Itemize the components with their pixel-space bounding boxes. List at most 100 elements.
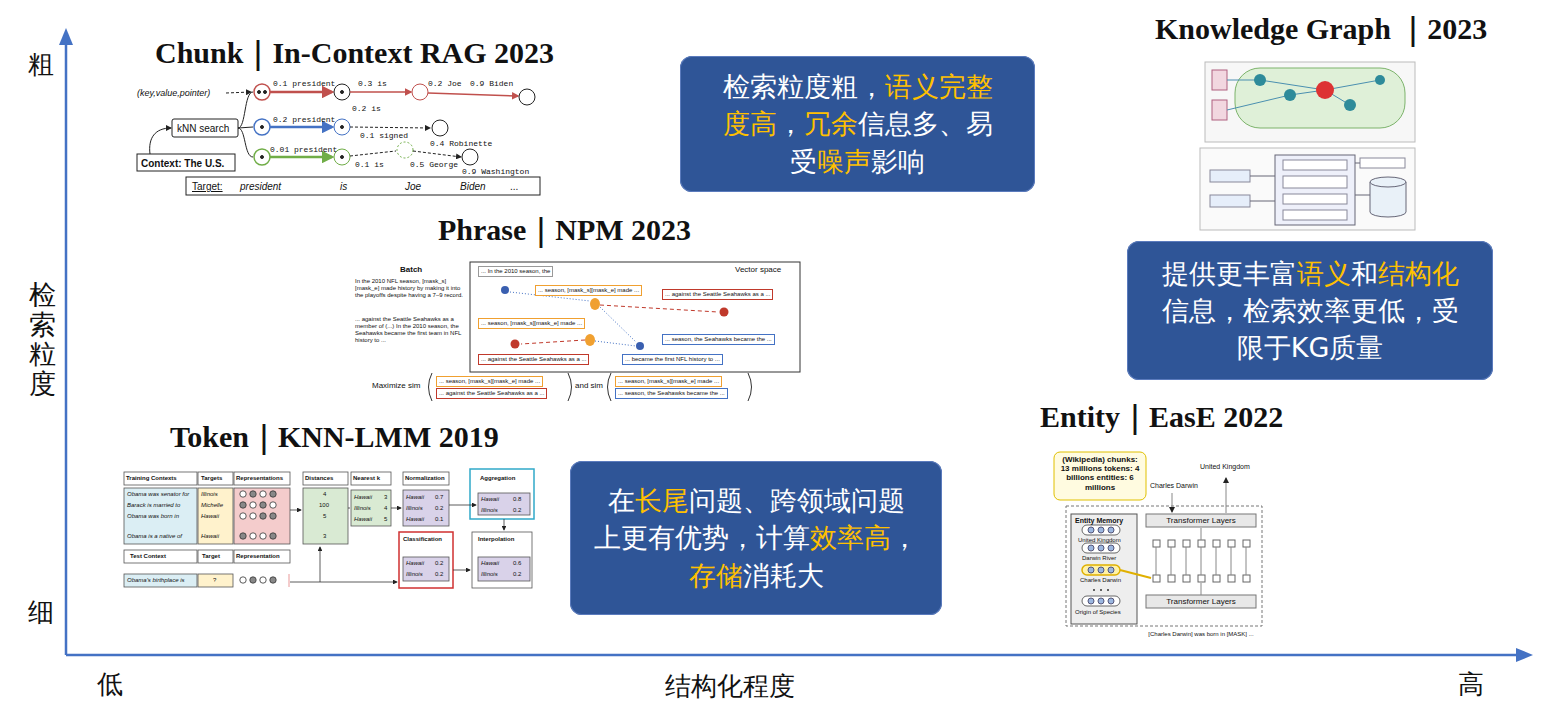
figure-line [391,508,401,509]
axis-label: 粗 [28,50,54,80]
entity-figure-text: [Charles Darwin] was born in [MASK] ... [1148,631,1253,638]
figure-circle [270,502,276,508]
figure-circle [240,491,246,497]
highlight-run: 结构化 [1378,258,1459,289]
figure-circle [261,126,264,129]
figure-rect [1213,540,1220,547]
text-run: 和 [1351,258,1378,289]
figure-rect [124,488,197,544]
figure-circle [432,120,448,136]
token-table-cell: Illinois [201,491,218,498]
highlight-run: 存储 [689,560,743,591]
token-table-cell: Illinois [406,571,423,578]
token-table-cell: Test Context [130,553,166,560]
figure-g [1250,163,1370,201]
figure-circle [1088,545,1094,551]
token-table-cell: 0.1 [435,516,443,523]
figure-rect [1212,100,1227,120]
figure-title: Phrase｜NPM 2023 [438,213,691,248]
figure-circle [462,149,478,165]
figure-circle [250,533,256,539]
token-table-cell: Hawaii [481,496,499,503]
entity-figure-text: Charles Darwin [1150,482,1198,490]
chunk-figure-text: 0.1 is [355,160,384,169]
figure-path [238,127,253,128]
figure-path [59,28,73,45]
figure-circle [1344,99,1356,111]
figure-line [1186,547,1187,575]
figure-line [320,547,321,582]
figure-rect [1235,68,1405,128]
figure-rect [1198,575,1205,582]
token-table-cell: 0.7 [435,494,443,501]
token-table-cell: Hawaii [406,494,424,501]
figure-rect [1082,543,1120,553]
token-table-cell: Michelle [201,502,223,509]
figure-circle [270,577,276,583]
figure-rect [351,472,391,485]
token-table-cell: Obama is a native of [127,533,182,540]
token-table-cell: Illinois [481,507,498,514]
figure-circle [1098,545,1104,551]
figure-circle [397,142,413,158]
phrase-figure-text: Maximize sim [372,381,420,390]
token-table-cell: Illinois [481,571,498,578]
token-table-cell: Obama was senator for [127,491,189,498]
token-table-cell: 0.8 [513,496,521,503]
summary-box: 在长尾问题、跨领域问题上更有优势，计算效率高，存储消耗大 [570,461,942,615]
token-table-cell: Target [202,553,220,560]
figure-circle [636,342,644,350]
figure-rect [288,574,290,587]
figure-circle [240,513,246,519]
text-run: 在 [608,485,635,516]
figure-line [1201,547,1202,575]
box-text: 在长尾问题、跨领域问题上更有优势，计算效率高，存储消耗大 [594,482,918,594]
figure-title: Knowledge Graph ｜2023 [1155,12,1487,47]
axis-label: 高 [1458,670,1484,700]
axis-label: 检索粒度 [29,280,56,399]
chunk-figure-text: 0.3 is [358,79,387,88]
figure-circle [334,84,350,100]
figure-circle [264,91,267,94]
figure-line [1246,547,1247,575]
entity-figure-text: Origin of Species [1075,609,1121,616]
token-table-cell: Aggregation [480,475,515,482]
figure-rect [1183,575,1190,582]
figure-circle [240,502,246,508]
figure-rect [124,574,197,587]
entity-figure-text: Darwin River [1082,555,1116,562]
figure-line [504,519,505,530]
figure-circle [412,84,428,100]
text-run: 影响 [871,146,925,177]
token-table-cell: Hawaii [354,494,372,501]
text-run: 信息多、易 [858,108,993,139]
token-table-cell: Hawaii [201,513,219,520]
figure-circle [519,89,535,105]
figure-line [1231,547,1232,575]
figure-circle [341,126,344,129]
token-table-cell: Hawaii [354,516,372,523]
figure-rect [198,574,233,587]
axis-label: 细 [28,598,54,628]
figure-circle [270,533,276,539]
token-table-cell: 0.2 [513,507,521,514]
token-table-cell: Representation [236,553,280,560]
chunk-figure-text: 0.9 Biden [470,79,513,88]
token-table-cell: 3 [323,533,326,540]
figure-circle [341,156,344,159]
phrase-figure-text: and sim [575,381,603,390]
phrase-figure-text: In the 2010 NFL season, [mask_s][mask_e]… [355,278,463,299]
figure-line [65,42,68,655]
text-run: 受 [790,146,817,177]
figure-rect [399,532,453,588]
axis-label: 结构化程度 [665,672,795,702]
figure-rect [472,532,532,588]
phrase-figure-text: ... season, [mask_s][mask_e] made ... [535,285,642,296]
chunk-figure-text: Target: [192,181,223,193]
figure-line [1260,80,1325,90]
token-table-cell: Illinois [354,505,371,512]
figure-title: Entity｜EasE 2022 [1040,400,1283,435]
figure-circle [1108,598,1114,604]
figure-line [1355,163,1360,164]
